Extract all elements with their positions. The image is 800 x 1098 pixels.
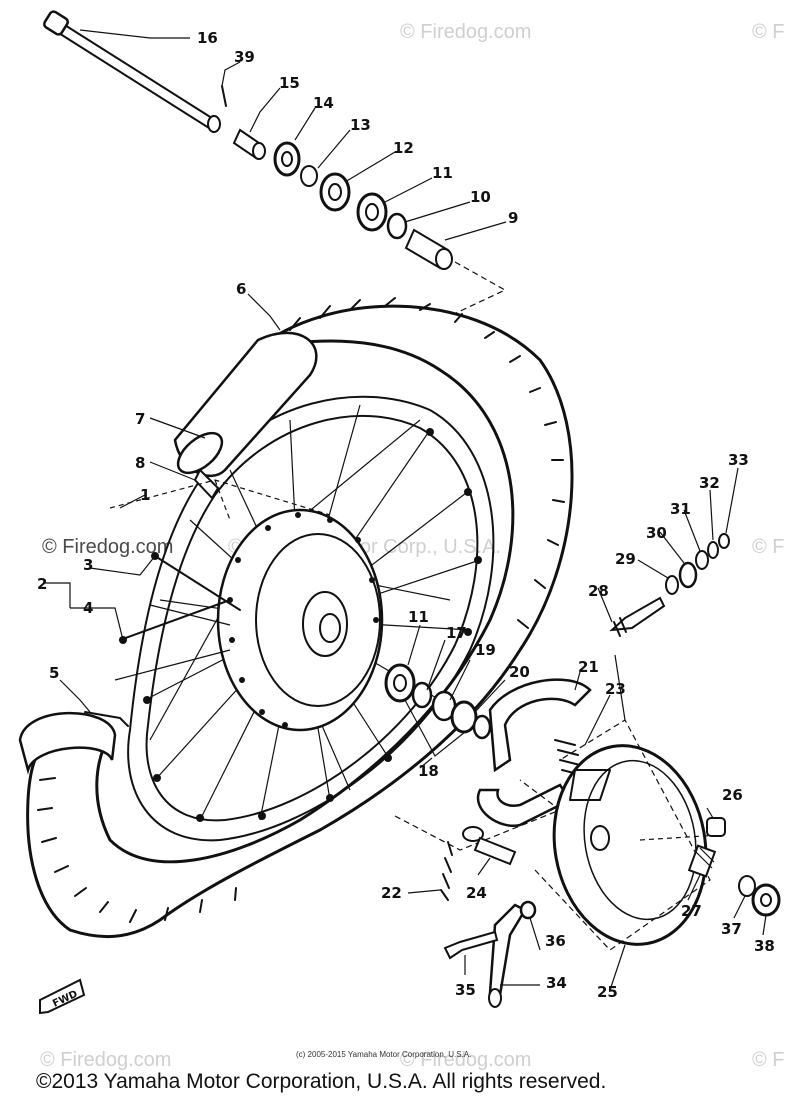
part-label-7: 7 [135,410,145,428]
brake-arm [443,900,537,1008]
spoke-parts [114,552,241,681]
watermark-bottom-right: © F [752,1049,785,1071]
part-label-22: 22 [381,884,402,902]
part-label-9: 9 [508,209,518,227]
part-label-14: 14 [313,94,334,112]
part-label-26: 26 [722,786,743,804]
part-label-3: 3 [83,556,93,574]
part-label-35: 35 [455,981,476,999]
watermark-mid-left: © Firedog.com [42,536,173,558]
part-number-labels: 16 39 15 14 13 12 11 10 9 6 7 8 1 3 2 4 … [37,29,775,1001]
part-label-31: 31 [670,500,691,518]
footer-copyright: ©2013 Yamaha Motor Corporation, U.S.A. A… [36,1070,606,1093]
watermark-mid-right: © F [752,536,785,558]
watermark-top-center: © Firedog.com [400,21,531,43]
part-label-32: 32 [699,474,720,492]
part-label-37: 37 [721,920,742,938]
part-label-6: 6 [236,280,246,298]
part-label-15: 15 [279,74,300,92]
part-label-20: 20 [509,663,530,681]
part-label-25: 25 [597,983,618,1001]
part-label-30: 30 [646,524,667,542]
leader-lines [45,29,767,991]
watermark-bottom-left: © Firedog.com [40,1049,171,1071]
part-label-16: 16 [197,29,218,47]
part-label-1: 1 [140,486,150,504]
fwd-arrow-icon: FWD [39,978,86,1015]
part-label-11-hub: 11 [408,608,429,626]
part-label-11-top: 11 [432,164,453,182]
fasteners [687,817,781,917]
part-label-10: 10 [470,188,491,206]
small-copyright: (c) 2005-2015 Yamaha Motor Corporation, … [296,1050,471,1059]
tube-assembly [109,331,331,521]
part-label-13: 13 [350,116,371,134]
part-label-21: 21 [578,658,599,676]
part-label-27: 27 [681,902,702,920]
watermark-bottom-center: © Firedog.com [400,1049,531,1071]
part-label-23: 23 [605,680,626,698]
part-label-4: 4 [83,599,93,617]
part-label-8: 8 [135,454,145,472]
hub-bearings [384,663,492,757]
part-label-18: 18 [418,762,439,780]
wheel-assembly [26,297,574,939]
brake-shoes [394,678,592,851]
part-label-38: 38 [754,937,775,955]
part-label-28: 28 [588,582,609,600]
part-label-36: 36 [545,932,566,950]
part-label-5: 5 [49,664,59,682]
brake-cam [440,826,517,901]
rim-band [18,711,129,775]
watermark-top-right: © F [752,21,785,43]
part-label-12: 12 [393,139,414,157]
axle-assembly [43,10,507,331]
part-label-34: 34 [546,974,567,992]
part-label-29: 29 [615,550,636,568]
part-label-33: 33 [728,451,749,469]
brake-plate [534,654,721,951]
part-label-39: 39 [234,48,255,66]
part-label-17: 17 [446,624,467,642]
part-label-19: 19 [475,641,496,659]
part-label-2: 2 [37,575,47,593]
part-label-24: 24 [466,884,487,902]
speedo-gear [609,533,730,637]
